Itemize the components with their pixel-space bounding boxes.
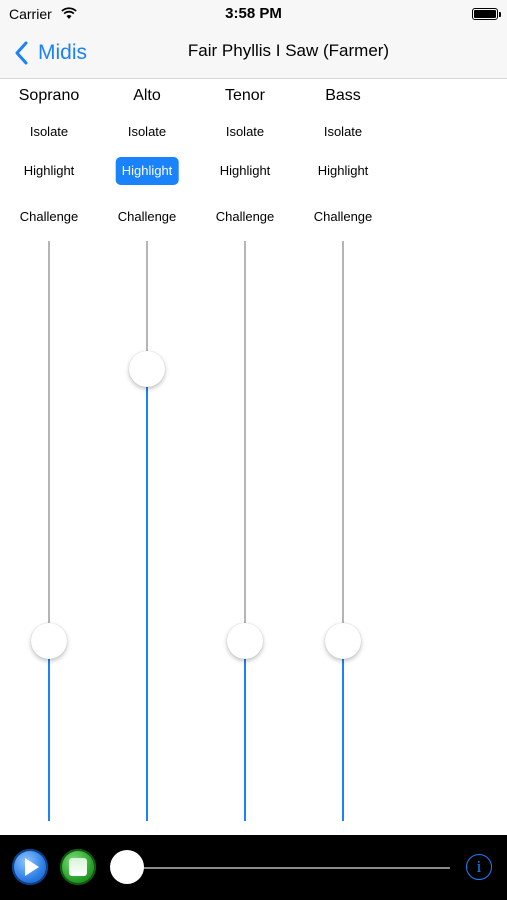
voice-name: Soprano	[18, 87, 80, 104]
challenge-button[interactable]: Challenge	[19, 209, 79, 224]
volume-slider-fill	[146, 369, 148, 821]
voice-name: Tenor	[224, 87, 266, 104]
playback-progress-slider[interactable]	[128, 867, 450, 869]
page-title: Fair Phyllis I Saw (Farmer)	[187, 41, 390, 60]
isolate-button[interactable]: Isolate	[323, 124, 363, 139]
clock: 3:58 PM	[225, 5, 282, 22]
stop-icon	[69, 858, 87, 876]
voice-column-tenor: Tenor Isolate Highlight Challenge	[196, 78, 294, 828]
voice-column-bass: Bass Isolate Highlight Challenge	[294, 78, 392, 828]
volume-slider-fill	[244, 641, 246, 821]
stop-button[interactable]	[60, 849, 96, 885]
challenge-button[interactable]: Challenge	[117, 209, 177, 224]
back-button-label: Midis	[38, 41, 88, 64]
voice-name: Alto	[133, 87, 161, 104]
highlight-button[interactable]: Highlight	[219, 163, 271, 178]
playback-toolbar: i	[0, 835, 507, 900]
status-bar: Carrier 3:58 PM	[0, 0, 507, 28]
volume-slider[interactable]	[325, 241, 361, 821]
challenge-button[interactable]: Challenge	[313, 209, 373, 224]
volume-slider-fill	[48, 641, 50, 821]
back-button[interactable]: Midis	[14, 38, 87, 68]
highlight-button[interactable]: Highlight	[115, 157, 179, 185]
volume-slider[interactable]	[129, 241, 165, 821]
volume-slider[interactable]	[227, 241, 263, 821]
play-button[interactable]	[12, 849, 48, 885]
playback-progress-thumb[interactable]	[110, 850, 144, 884]
volume-slider[interactable]	[31, 241, 67, 821]
carrier-label: Carrier	[9, 6, 52, 22]
isolate-button[interactable]: Isolate	[127, 124, 167, 139]
highlight-button[interactable]: Highlight	[23, 163, 75, 178]
volume-slider-thumb[interactable]	[129, 351, 165, 387]
battery-icon	[472, 8, 501, 20]
highlight-button[interactable]: Highlight	[317, 163, 369, 178]
isolate-button[interactable]: Isolate	[29, 124, 69, 139]
chevron-left-icon	[15, 41, 28, 65]
volume-slider-fill	[342, 641, 344, 821]
navigation-bar: Midis Fair Phyllis I Saw (Farmer)	[0, 28, 507, 79]
voice-name: Bass	[325, 87, 361, 104]
volume-slider-thumb[interactable]	[31, 623, 67, 659]
volume-slider-thumb[interactable]	[325, 623, 361, 659]
wifi-icon	[61, 7, 77, 19]
isolate-button[interactable]: Isolate	[225, 124, 265, 139]
challenge-button[interactable]: Challenge	[215, 209, 275, 224]
play-icon	[25, 858, 39, 876]
volume-slider-thumb[interactable]	[227, 623, 263, 659]
voice-column-alto: Alto Isolate Highlight Challenge	[98, 78, 196, 828]
voice-column-soprano: Soprano Isolate Highlight Challenge	[0, 78, 98, 828]
info-button[interactable]: i	[466, 854, 492, 880]
